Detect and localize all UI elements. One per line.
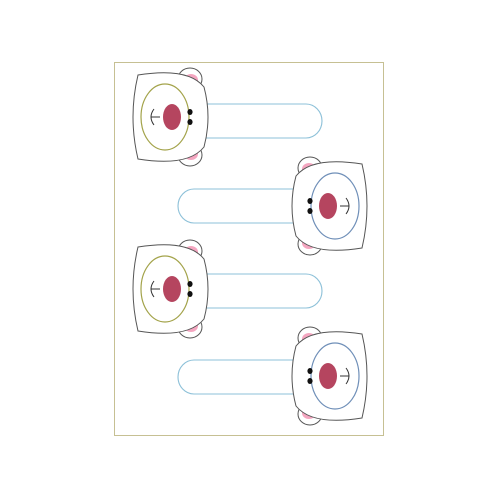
bear-head-icon — [291, 156, 368, 256]
bear-head-icon — [132, 67, 209, 167]
label-tab — [177, 359, 304, 395]
label-tab — [196, 273, 323, 309]
bear-head-icon — [132, 239, 209, 339]
bear-label-3 — [132, 239, 323, 339]
label-tab — [177, 188, 304, 224]
bear-label-4 — [177, 326, 368, 426]
bear-label-1 — [132, 67, 323, 167]
label-tab — [196, 103, 323, 139]
bear-head-icon — [291, 326, 368, 426]
bear-label-2 — [177, 156, 368, 256]
